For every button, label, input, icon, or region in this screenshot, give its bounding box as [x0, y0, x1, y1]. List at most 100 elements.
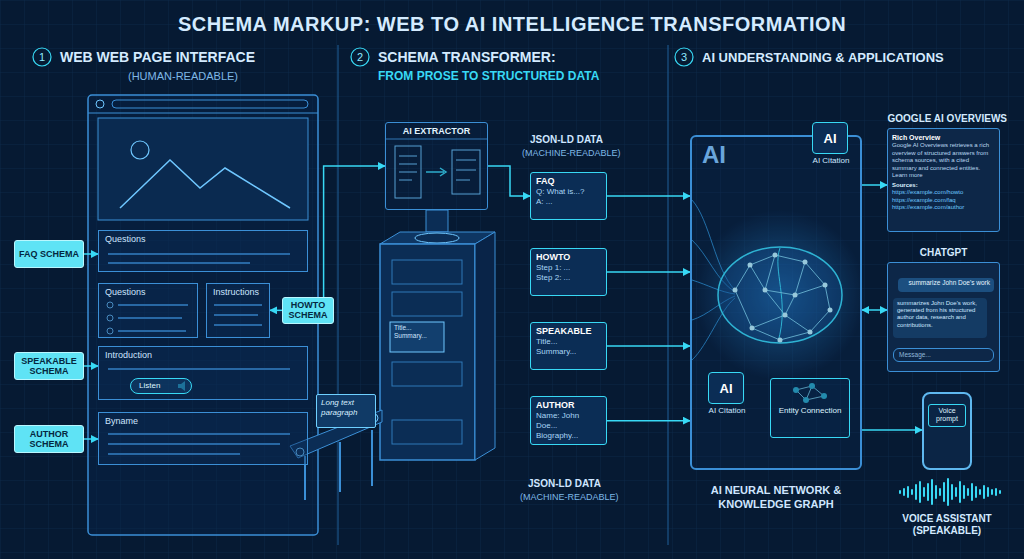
machine-slot: [392, 362, 462, 386]
connector: [488, 166, 530, 196]
node-heading: AI Citation: [799, 156, 863, 165]
section-heading: SCHEMA TRANSFORMER:: [378, 49, 556, 65]
schema-tag: FAQ SCHEMA: [14, 240, 84, 268]
page-section-box: Questions: [98, 283, 198, 338]
node-text: Listen: [139, 381, 183, 391]
callout-number: 2: [351, 48, 369, 66]
callout-number: 1: [33, 48, 51, 66]
section-subheading: FROM PROSE TO STRUCTURED DATA: [378, 69, 599, 83]
connector: [862, 184, 887, 186]
connector: [862, 309, 887, 311]
node-text: Google AI Overviews retrieves a rich ove…: [892, 142, 995, 180]
voice-waveform: [900, 479, 1000, 505]
node-text: Entity Connection: [775, 406, 845, 416]
node-text: https://example.com/howto: [892, 189, 995, 197]
node-text: Step 1: ...: [536, 263, 601, 273]
node-text: summarizes John Doe's work, generated fr…: [897, 300, 983, 329]
machine-front: [380, 244, 475, 460]
node-text: A: ...: [536, 197, 601, 207]
entity-connection-box: Entity Connection: [770, 378, 850, 438]
node-text: AUTHOR SCHEMA: [18, 429, 80, 450]
ai-citation-box: AIAI Citation: [812, 122, 848, 154]
json-ld-card: FAQQ: What is...?A: ...: [530, 172, 607, 220]
connector: [84, 438, 98, 440]
number-circle: [351, 48, 369, 66]
connector: [324, 166, 385, 297]
schema-tag: HOWTO SCHEMA: [282, 297, 334, 324]
callout-number: 3: [675, 48, 693, 66]
node-text: SPEAKABLE: [536, 326, 601, 337]
node-text: summarize John Doe's work: [902, 279, 990, 287]
image-placeholder: [98, 118, 308, 220]
number-circle: [33, 48, 51, 66]
node-text: https://example.com/faq: [892, 197, 995, 205]
node-text: Biography...: [536, 431, 601, 441]
node-text: AI: [709, 381, 743, 396]
extractor-box: AI EXTRACTOR: [385, 122, 488, 210]
node-heading: AI NEURAL NETWORK & KNOWLEDGE GRAPH: [692, 484, 860, 512]
assistant-message: summarizes John Doe's work, generated fr…: [893, 298, 987, 338]
node-text: Q: What is...?: [536, 187, 601, 197]
ai-overview-card: GOOGLE AI OVERVIEWSRich OverviewGoogle A…: [887, 128, 1000, 232]
node-text: Instructions: [213, 287, 263, 298]
machine-side: [475, 232, 495, 460]
connector: [270, 310, 282, 312]
connector: [607, 345, 690, 347]
address-bar: [112, 100, 308, 108]
node-text: Rich Overview: [892, 133, 995, 142]
json-ld-card: SPEAKABLETitle...Summary...: [530, 322, 607, 370]
paper-sheet: Long text paragraph: [316, 394, 376, 428]
node-text: SPEAKABLE SCHEMA: [18, 356, 80, 377]
node-text: Introduction: [105, 350, 301, 361]
node-text: AI EXTRACTOR: [390, 126, 483, 137]
diagram-title: SCHEMA MARKUP: WEB TO AI INTELLIGENCE TR…: [0, 13, 1024, 36]
node-text: FAQ SCHEMA: [18, 249, 80, 259]
node-heading: VOICE ASSISTANT (SPEAKABLE): [892, 513, 1002, 537]
mountain-icon: [120, 160, 290, 208]
connector: [607, 271, 690, 273]
node-text: Name: John Doe...: [536, 411, 601, 431]
ai-tablet: AIAI NEURAL NETWORK & KNOWLEDGE GRAPHAIA…: [690, 135, 862, 470]
json-ld-card: HOWTOStep 1: ...Step 2: ...: [530, 248, 607, 296]
machine-slot: [392, 420, 462, 444]
output-slip: [390, 322, 444, 352]
node-heading: CHATGPT: [888, 247, 999, 258]
data-label: JSON-LD DATA: [528, 478, 601, 489]
slip-label: Title... Summary...: [394, 324, 440, 340]
node-text: Summary...: [536, 347, 601, 357]
node-text: Message...: [899, 350, 988, 359]
page-section-box: Byname: [98, 412, 308, 465]
ai-citation-box: AIAI Citation: [708, 372, 744, 404]
connector: [84, 253, 98, 255]
section-subheading: (HUMAN-READABLE): [128, 70, 238, 82]
conveyor-leg: [371, 430, 373, 486]
node-text: https://example.com/author: [892, 204, 995, 212]
message-input: Message...: [893, 348, 994, 362]
node-text: HOWTO SCHEMA: [286, 300, 330, 321]
connector: [84, 365, 98, 367]
data-label: JSON-LD DATA: [530, 134, 603, 145]
json-ld-card: AUTHORName: John Doe...Biography...: [530, 396, 607, 445]
listen-button: Listen: [130, 378, 192, 394]
projector-stem: [426, 210, 448, 232]
node-text: Step 2: ...: [536, 273, 601, 283]
machine-slot: [392, 260, 462, 284]
node-text: Long text paragraph: [321, 398, 371, 417]
page-section-box: IntroductionListen: [98, 346, 308, 400]
page-section-box: Instructions: [206, 283, 270, 338]
section-divider: [668, 45, 669, 545]
globe-icon: [96, 100, 104, 108]
node-text: AUTHOR: [536, 400, 601, 411]
connector: [862, 429, 922, 431]
node-text: Byname: [105, 416, 301, 427]
node-text: Questions: [105, 234, 301, 245]
node-text: Sources:: [892, 182, 995, 190]
browser-bar-line: [88, 113, 318, 114]
node-text: Questions: [105, 287, 191, 298]
node-text: FAQ: [536, 176, 601, 187]
